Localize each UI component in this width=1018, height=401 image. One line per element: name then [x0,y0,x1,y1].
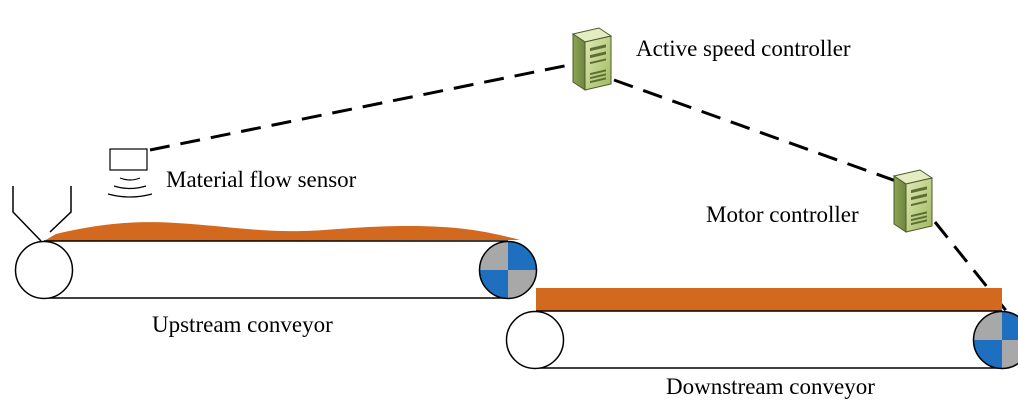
downstream-idler-pulley [505,310,565,370]
downstream-material-layer [536,288,1002,311]
material-flow-sensor-label: Material flow sensor [166,167,357,192]
link-sensor-to-speed-controller [149,62,575,152]
motor-controller-label: Motor controller [706,202,859,227]
downstream-conveyor-label: Downstream conveyor [666,374,875,399]
active-speed-controller-label: Active speed controller [636,36,851,61]
link-speed-controller-to-motor-controller [613,78,897,183]
downstream-drive-pulley [972,310,1018,370]
upstream-idler-pulley [14,240,74,300]
upstream-conveyor [14,222,538,300]
downstream-conveyor [505,288,1018,370]
motor-controller-computer-icon [892,169,934,233]
hopper-icon [12,186,72,242]
upstream-material-layer [44,222,520,241]
upstream-conveyor-label: Upstream conveyor [152,312,333,337]
sensor-icon [107,148,153,198]
active-speed-controller-computer-icon [571,27,613,91]
upstream-drive-pulley [478,240,538,300]
